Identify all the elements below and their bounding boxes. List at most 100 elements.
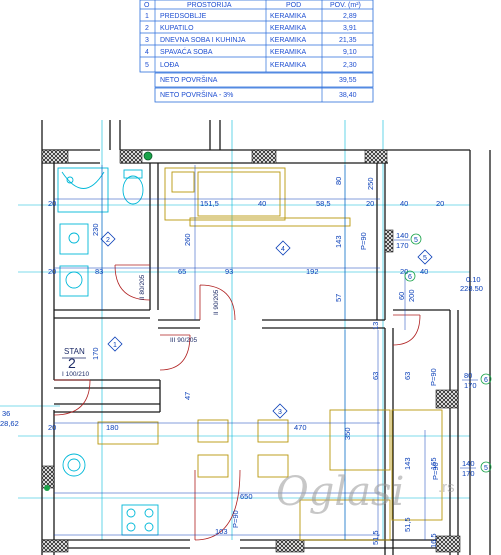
watermark-text: Oglasi [276, 469, 404, 515]
axis-lines [0, 120, 470, 540]
dimension-label: 47 [183, 392, 192, 400]
bathroom-fixtures [57, 167, 159, 536]
room-tag-5: 5 [417, 249, 433, 265]
window-tag: 80 170 6 [462, 371, 492, 390]
table-cell-room: DNEVNA SOBA I KUHINJA [160, 37, 246, 44]
dimension-label: 40 [420, 267, 428, 276]
table-cell-area: 2,30 [343, 62, 357, 69]
dimension-label: 58,5 [316, 199, 331, 208]
gas-valve-marker [143, 151, 153, 161]
table-header-no: O [144, 2, 150, 9]
table-cell-no: 1 [145, 13, 149, 20]
door-label: II 90/205 [213, 289, 220, 315]
table-cell-no: 4 [145, 49, 149, 56]
dimension-label: 470 [294, 423, 307, 432]
side-note: 28,62 [0, 419, 19, 428]
dimension-label: 51,5 [403, 517, 412, 532]
table-cell-floor: KERAMIKA [270, 49, 307, 56]
door-label: I 100/210 [62, 371, 89, 378]
watermark-suffix: .rs [438, 479, 455, 496]
window-type: 5 [414, 237, 418, 244]
room-tag-4: 4 [275, 240, 291, 256]
door-label: III 90/205 [170, 337, 197, 344]
dimension-label: 260 [183, 233, 192, 246]
dimension-label: 40 [258, 199, 266, 208]
net-area-value: 39,55 [339, 77, 357, 84]
walls [41, 120, 491, 555]
note: 228.50 [460, 284, 483, 293]
dimension-label: 63 [403, 372, 412, 380]
dimension-label: 230 [91, 223, 100, 236]
unit-label: STAN [64, 347, 85, 356]
dimension-label: 20 [48, 267, 56, 276]
table-cell-no: 5 [145, 62, 149, 69]
room-area-table: O PROSTORIJA POD POV. (m²) 1 PREDSOBLJE … [139, 0, 374, 103]
window-type: 6 [484, 377, 488, 384]
table-cell-no: 2 [145, 25, 149, 32]
room-tag-label: 4 [281, 246, 285, 253]
dimension-label: 350 [343, 427, 352, 440]
table-cell-room: LOĐA [160, 62, 179, 69]
door-swings [53, 264, 421, 541]
table-cell-room: KUPATILO [160, 25, 194, 32]
dimension-label: 40 [400, 199, 408, 208]
dimension-label: 180 [106, 423, 119, 432]
window-type: 6 [408, 274, 412, 281]
room-tag-2: 2 [100, 231, 116, 247]
table-cell-room: PREDSOBLJE [160, 13, 207, 20]
parapet-label: P=90 [231, 510, 240, 528]
table-header-area: POV. (m²) [330, 2, 361, 9]
window-size: 140 [396, 231, 409, 240]
dimension-label: 63 [371, 372, 380, 380]
note: 0.10 [466, 275, 481, 284]
table-cell-floor: KERAMIKA [270, 13, 307, 20]
unit-number: 2 [68, 355, 76, 371]
window-sill: 170 [464, 381, 477, 390]
dimension-label: 20 [400, 267, 408, 276]
room-tag-label: 3 [278, 409, 282, 416]
window-sill: 200 [407, 289, 416, 302]
dimension-label: 20 [48, 199, 56, 208]
window-size: 60 [397, 292, 406, 300]
dimension-label: 83 [95, 267, 103, 276]
table-cell-area: 21,35 [339, 37, 357, 44]
dimension-label: 13 [371, 322, 380, 330]
dimension-label: 20 [436, 199, 444, 208]
parapet-label: P=90 [359, 232, 368, 250]
dimension-label: 65 [178, 267, 186, 276]
window-tag: 140 170 5 [394, 231, 422, 250]
dimension-label: 16,5 [429, 533, 438, 548]
table-cell-no: 3 [145, 37, 149, 44]
side-note: 36 [2, 409, 10, 418]
room-tag-3: 3 [272, 403, 288, 419]
dimension-label: 192 [306, 267, 319, 276]
room-tag-label: 2 [106, 237, 110, 244]
dimension-label: 170 [91, 347, 100, 360]
dimension-label: 80 [334, 177, 343, 185]
window-sill: 170 [396, 241, 409, 250]
table-cell-floor: KERAMIKA [270, 37, 307, 44]
dimension-label: 103 [215, 527, 228, 536]
drain-marker [44, 485, 50, 491]
table-header-room: PROSTORIJA [187, 2, 232, 9]
parapet-label: P=90 [429, 368, 438, 386]
dimension-label: 250 [366, 177, 375, 190]
table-cell-floor: KERAMIKA [270, 25, 307, 32]
net-area-reduced-value: 38,40 [339, 92, 357, 99]
window-size: 80 [464, 371, 472, 380]
dimension-label: 143 [403, 457, 412, 470]
room-tag-label: 5 [423, 255, 427, 262]
dimension-label: 57 [334, 294, 343, 302]
room-tag-label: 1 [113, 342, 117, 349]
window-sill: 170 [462, 469, 475, 478]
table-cell-floor: KERAMIKA [270, 62, 307, 69]
watermark: Oglasi .rs [276, 469, 455, 515]
parapet-label: P=90 [431, 462, 440, 480]
table-cell-area: 3,91 [343, 25, 357, 32]
net-area-reduced-label: NETO POVRŠINA - 3% [160, 90, 233, 99]
window-type: 5 [484, 465, 488, 472]
dimension-label: 20 [48, 423, 56, 432]
dimension-label: 151,5 [200, 199, 219, 208]
dimension-label: 143 [334, 235, 343, 248]
